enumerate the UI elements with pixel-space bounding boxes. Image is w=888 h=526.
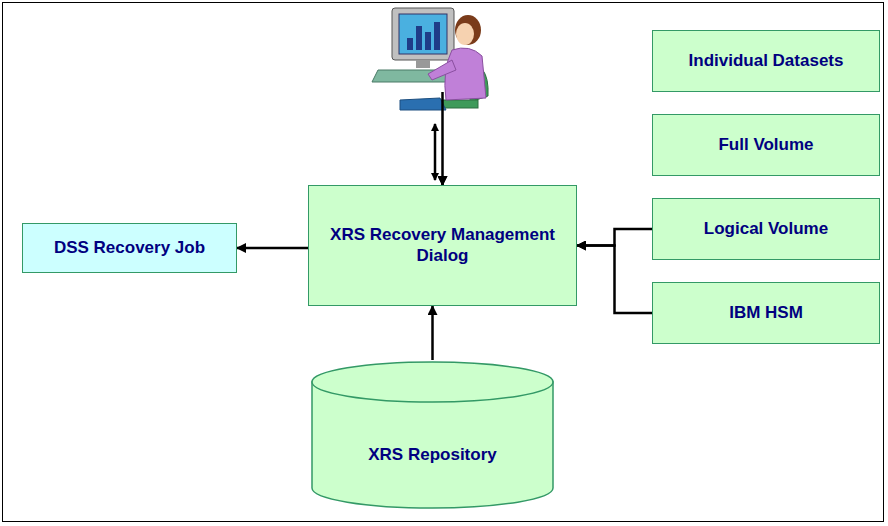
process-box: IBM HSM (652, 282, 880, 344)
process-box: Logical Volume (652, 198, 880, 260)
node-label: XRS Repository (362, 445, 502, 465)
cylinder-outline (310, 360, 555, 510)
process-box: Full Volume (652, 114, 880, 176)
connector-arrow (441, 92, 444, 185)
repository-cylinder: XRS Repository (310, 360, 555, 510)
node-label: IBM HSM (723, 303, 809, 323)
connector-arrow (237, 247, 308, 250)
connector-arrow (431, 306, 434, 360)
process-box: DSS Recovery Job (22, 223, 237, 273)
node-label: Full Volume (712, 135, 819, 155)
node-label: XRS Recovery Management Dialog (309, 225, 576, 266)
process-box: XRS Recovery Management Dialog (308, 185, 577, 306)
node-label: DSS Recovery Job (48, 238, 211, 258)
connector-arrow (577, 229, 652, 246)
process-box: Individual Datasets (652, 30, 880, 92)
connector-arrow (441, 176, 444, 185)
node-label: Logical Volume (698, 219, 834, 239)
node-label: Individual Datasets (683, 51, 850, 71)
connector-arrow (577, 246, 652, 314)
